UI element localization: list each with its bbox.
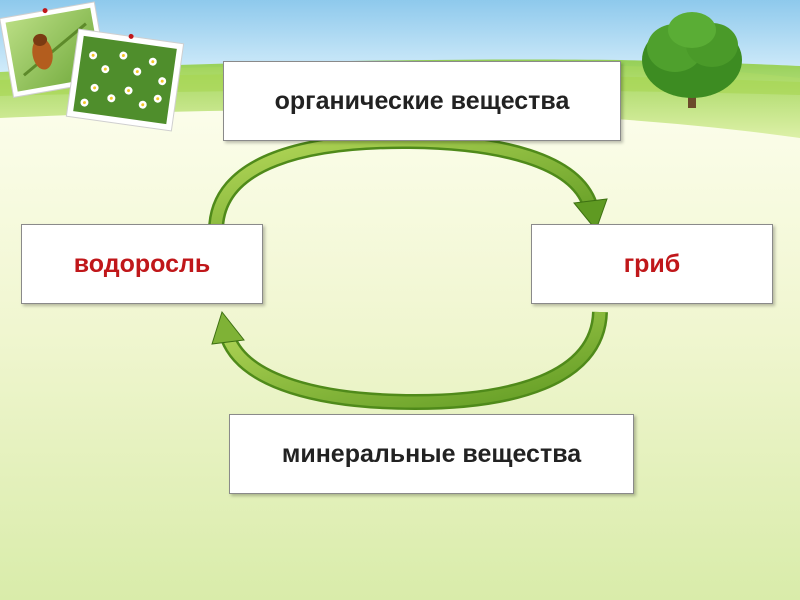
node-fungus-label: гриб	[623, 249, 681, 278]
node-organic-substances-label: органические вещества	[274, 86, 570, 115]
node-mineral-substances: минеральные вещества	[229, 414, 634, 494]
photo-flowers-icon	[65, 28, 185, 132]
node-algae: водоросль	[21, 224, 263, 304]
node-algae-label: водоросль	[73, 249, 211, 278]
arrow-fungus-to-algae	[211, 310, 608, 411]
tree-icon	[642, 12, 742, 108]
node-mineral-substances-label: минеральные вещества	[281, 439, 582, 468]
arrow-algae-to-fungus	[207, 132, 608, 233]
node-fungus: гриб	[531, 224, 773, 304]
sky-band	[0, 0, 800, 78]
node-organic-substances: органические вещества	[223, 61, 621, 141]
